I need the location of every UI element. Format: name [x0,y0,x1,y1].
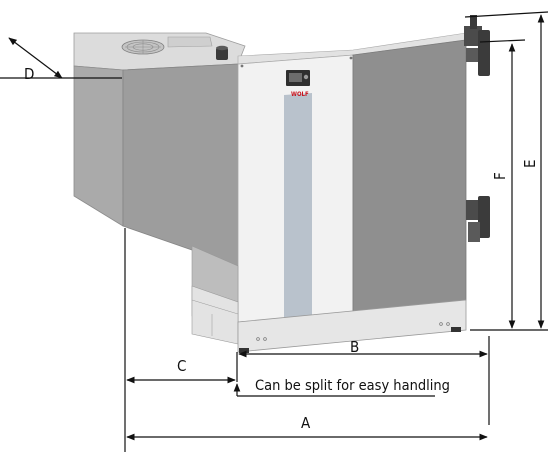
foot [239,348,249,353]
boiler-illustration: WOLF [73,15,490,353]
return-pipe-connection [466,196,490,242]
dimension-label-f: F [491,172,509,180]
front-stripe [284,93,312,320]
dimension-label-c: C [177,357,186,375]
screw [349,56,353,60]
brand-logo: WOLF [291,91,309,98]
dimension-label-b: B [350,338,359,356]
control-display: WOLF [286,70,310,98]
hopper-lid [167,36,213,48]
split-note: Can be split for easy handling [255,378,450,394]
base-plate [237,299,467,353]
extension-line [464,11,548,18]
dimension-lines [0,11,548,452]
extension-line [479,39,526,43]
base-panel-line [191,299,239,315]
hopper-front [122,63,239,267]
dimension-d-line [8,37,63,79]
base-hole [256,337,260,341]
dimension-label-a: A [301,414,311,432]
flow-pipe-connection [464,15,490,76]
base-hole [263,337,267,341]
fan-grille-icon [121,39,165,55]
screw [240,64,244,68]
boiler-right-side [352,39,467,315]
dimension-label-e: E [521,159,539,168]
hopper-side [73,65,124,227]
dimension-label-d: D [24,65,34,83]
foot [451,327,461,332]
base-hole [439,322,443,326]
base-hole [446,322,450,326]
flue-connector [216,45,228,60]
